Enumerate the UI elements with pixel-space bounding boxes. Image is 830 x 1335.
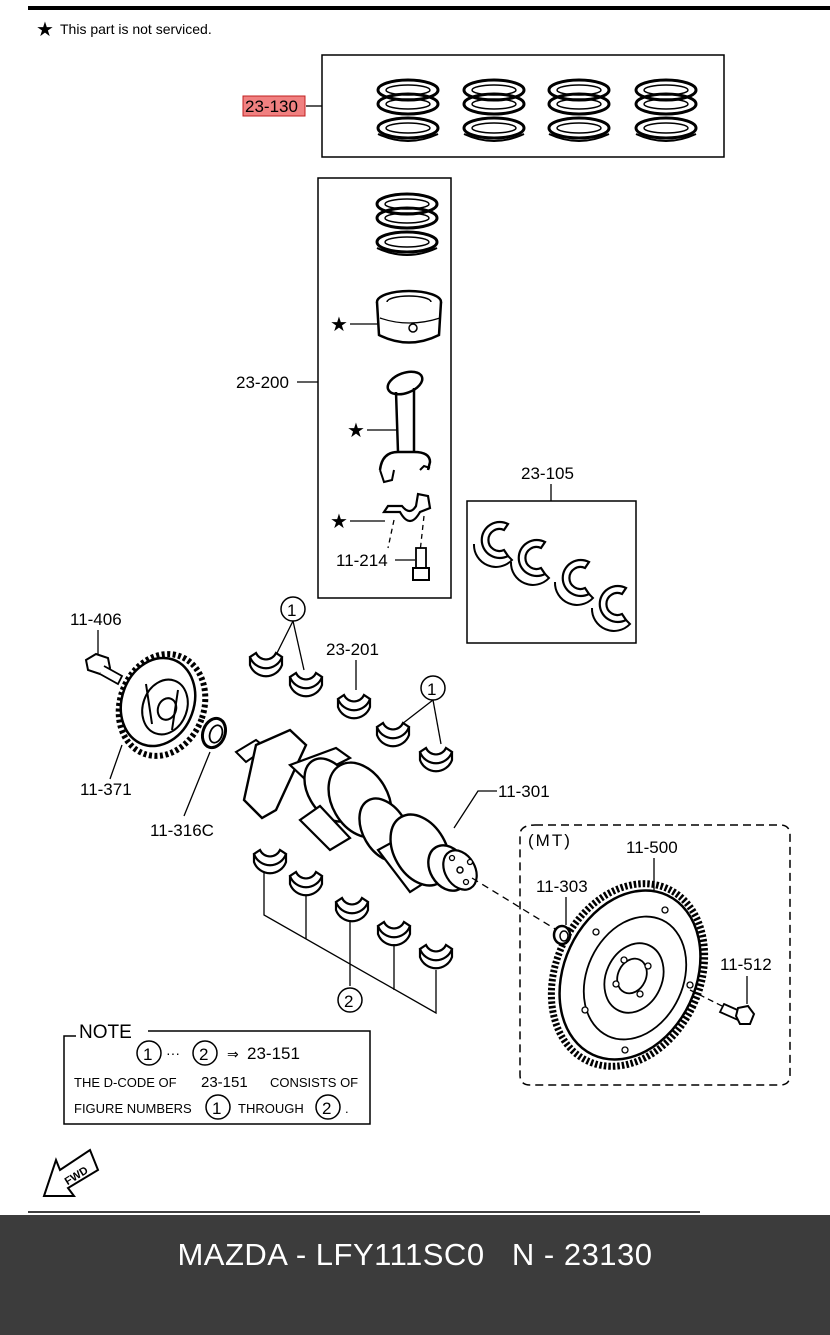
crank-centerline xyxy=(471,877,561,933)
bearing-shell-lower-2 xyxy=(288,870,324,897)
piston-rings xyxy=(375,192,439,257)
label-11-303[interactable]: 11-303 xyxy=(536,877,588,896)
part-label-highlight xyxy=(242,95,306,117)
thrust-half-4 xyxy=(590,584,632,633)
label-11-406[interactable]: 11-406 xyxy=(70,610,122,629)
note-box: NOTE 1 ··· 2 ⇒ 23-151 THE D-CODE OF 23-1… xyxy=(63,1022,371,1125)
parts-diagram: ★ This part is not serviced. 23-130 23-2… xyxy=(28,6,830,1213)
svg-text:2: 2 xyxy=(344,992,353,1011)
thrust-half-2 xyxy=(509,538,551,587)
svg-text:CONSISTS OF: CONSISTS OF xyxy=(270,1075,358,1090)
svg-text:THROUGH: THROUGH xyxy=(238,1101,304,1116)
svg-text:1: 1 xyxy=(427,680,436,699)
piston-assy-group[interactable]: 23-200 ★ ★ ★ xyxy=(236,177,452,599)
svg-text:1: 1 xyxy=(287,601,296,620)
svg-text:⇒: ⇒ xyxy=(227,1046,239,1062)
mt-group[interactable]: (MT) 11-500 11-303 xyxy=(519,824,791,1092)
bearing-shell-upper-3 xyxy=(375,721,411,748)
piston xyxy=(375,289,443,344)
label-11-500[interactable]: 11-500 xyxy=(626,838,678,857)
thrust-bearing-group[interactable]: 23-105 xyxy=(466,464,637,644)
bearing-shell-thrust xyxy=(336,693,372,720)
ring-set-2 xyxy=(462,78,526,143)
svg-text:23-151: 23-151 xyxy=(201,1074,248,1091)
connecting-rod xyxy=(378,370,432,484)
bearing-shell-lower-1 xyxy=(252,848,288,875)
star-icon: ★ xyxy=(330,314,348,336)
legend: ★ This part is not serviced. xyxy=(36,19,212,41)
bearing-23-201[interactable]: 23-201 xyxy=(326,640,379,720)
legend-note: This part is not serviced. xyxy=(60,21,212,37)
mt-caption: (MT) xyxy=(528,831,572,850)
label-23-201[interactable]: 23-201 xyxy=(326,640,379,659)
bearing-shell-lower-5 xyxy=(418,943,454,970)
note-result: 23-151 xyxy=(247,1044,300,1063)
bearing-shell-lower-4 xyxy=(376,920,412,947)
label-23-105[interactable]: 23-105 xyxy=(521,464,574,483)
callout-1-upper: 1 xyxy=(275,596,306,671)
note-heading: NOTE xyxy=(79,1022,132,1043)
footer-bar: MAZDA - LFY111SC0 N - 23130 xyxy=(0,1215,830,1335)
label-11-371[interactable]: 11-371 xyxy=(80,780,132,799)
bearing-shell-upper-1 xyxy=(248,651,284,678)
pilot-bearing xyxy=(552,924,572,946)
label-11-301[interactable]: 11-301 xyxy=(498,782,550,801)
crankshaft[interactable]: 11-301 xyxy=(234,728,550,898)
svg-text:1: 1 xyxy=(212,1099,221,1118)
svg-text:2: 2 xyxy=(199,1045,208,1064)
ring-set-3 xyxy=(547,78,611,143)
rod-cap xyxy=(381,492,432,553)
ring-set-group[interactable]: 23-130 xyxy=(242,54,725,158)
label-11-316C[interactable]: 11-316C xyxy=(150,821,214,840)
svg-text:FIGURE NUMBERS: FIGURE NUMBERS xyxy=(74,1101,192,1116)
bearing-shell-lower-3 xyxy=(334,896,370,923)
label-11-512[interactable]: 11-512 xyxy=(720,955,772,974)
flywheel-bolt xyxy=(718,1002,756,1025)
top-rule xyxy=(28,6,830,10)
fwd-arrow-icon: FWD xyxy=(42,1148,100,1197)
label-23-200[interactable]: 23-200 xyxy=(236,373,289,392)
star-icon: ★ xyxy=(36,19,54,41)
svg-text:.: . xyxy=(345,1101,349,1116)
callout-1-right: 1 xyxy=(401,675,446,745)
footer-title: MAZDA - LFY111SC0 N - 23130 xyxy=(177,1237,653,1272)
label-23-130[interactable]: 23-130 xyxy=(245,97,298,116)
ring-set-4 xyxy=(634,78,698,143)
rod-nut xyxy=(412,547,430,581)
svg-text:1: 1 xyxy=(143,1045,152,1064)
thrust-half-1 xyxy=(472,520,514,569)
bearing-shell-upper-4 xyxy=(418,746,454,773)
svg-text:THE D-CODE OF: THE D-CODE OF xyxy=(74,1075,177,1090)
label-11-214[interactable]: 11-214 xyxy=(336,551,388,570)
bearing-shell-upper-2 xyxy=(288,671,324,698)
pulley-bolt[interactable]: 11-406 xyxy=(70,610,124,686)
callout-2-bracket: 2 xyxy=(263,872,437,1015)
crank-pulley[interactable]: 11-371 xyxy=(80,642,219,799)
oil-seal[interactable]: 11-316C xyxy=(150,715,229,840)
star-icon: ★ xyxy=(330,511,348,533)
piston-assy-box xyxy=(317,177,452,599)
star-icon: ★ xyxy=(347,420,365,442)
ring-set-1 xyxy=(376,78,440,143)
thrust-half-3 xyxy=(553,558,595,607)
svg-text:···: ··· xyxy=(166,1045,180,1061)
svg-text:2: 2 xyxy=(322,1099,331,1118)
